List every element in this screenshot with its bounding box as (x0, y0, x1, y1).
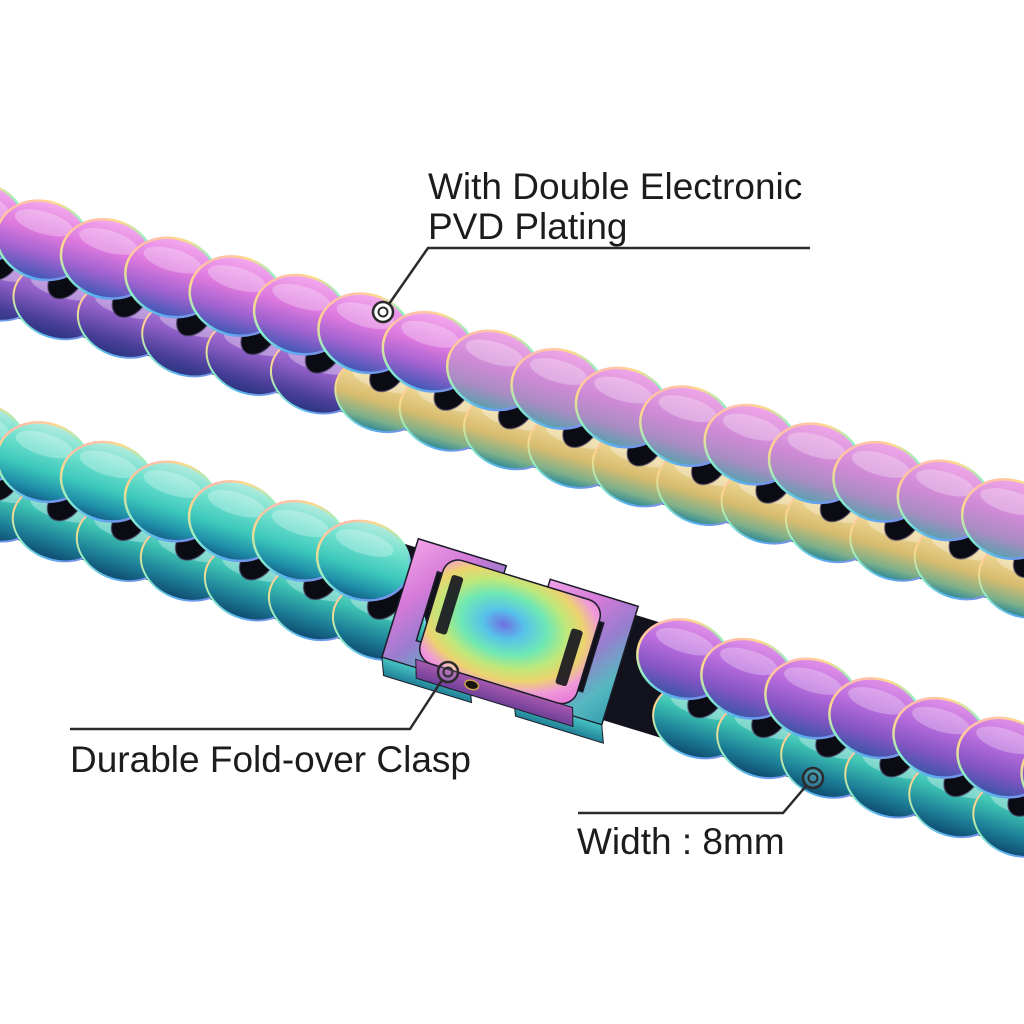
leader-line-clasp (70, 679, 444, 731)
label-pvd-plating: With Double Electronic PVD Plating (428, 167, 802, 247)
label-pvd-plating-line2: PVD Plating (428, 206, 628, 247)
clasp-slot-right (555, 628, 583, 687)
clasp-pin-hole (464, 679, 480, 691)
label-width: Width : 8mm (577, 822, 785, 862)
leader-line-plating (387, 246, 810, 305)
callout-marker-plating (371, 300, 395, 324)
chain-top-segment (0, 169, 1024, 630)
label-clasp-text: Durable Fold-over Clasp (70, 739, 472, 780)
callout-marker-width (801, 766, 825, 790)
clasp-center-plate (419, 559, 602, 705)
fold-over-clasp (380, 537, 640, 744)
clasp-slot-left (435, 575, 464, 635)
chain-bottom-segment (0, 390, 1024, 870)
label-pvd-plating-line1: With Double Electronic (428, 166, 803, 207)
callout-marker-clasp (436, 660, 460, 684)
leader-line-width (578, 785, 807, 815)
label-clasp: Durable Fold-over Clasp (70, 740, 471, 780)
label-width-text: Width : 8mm (577, 821, 785, 862)
